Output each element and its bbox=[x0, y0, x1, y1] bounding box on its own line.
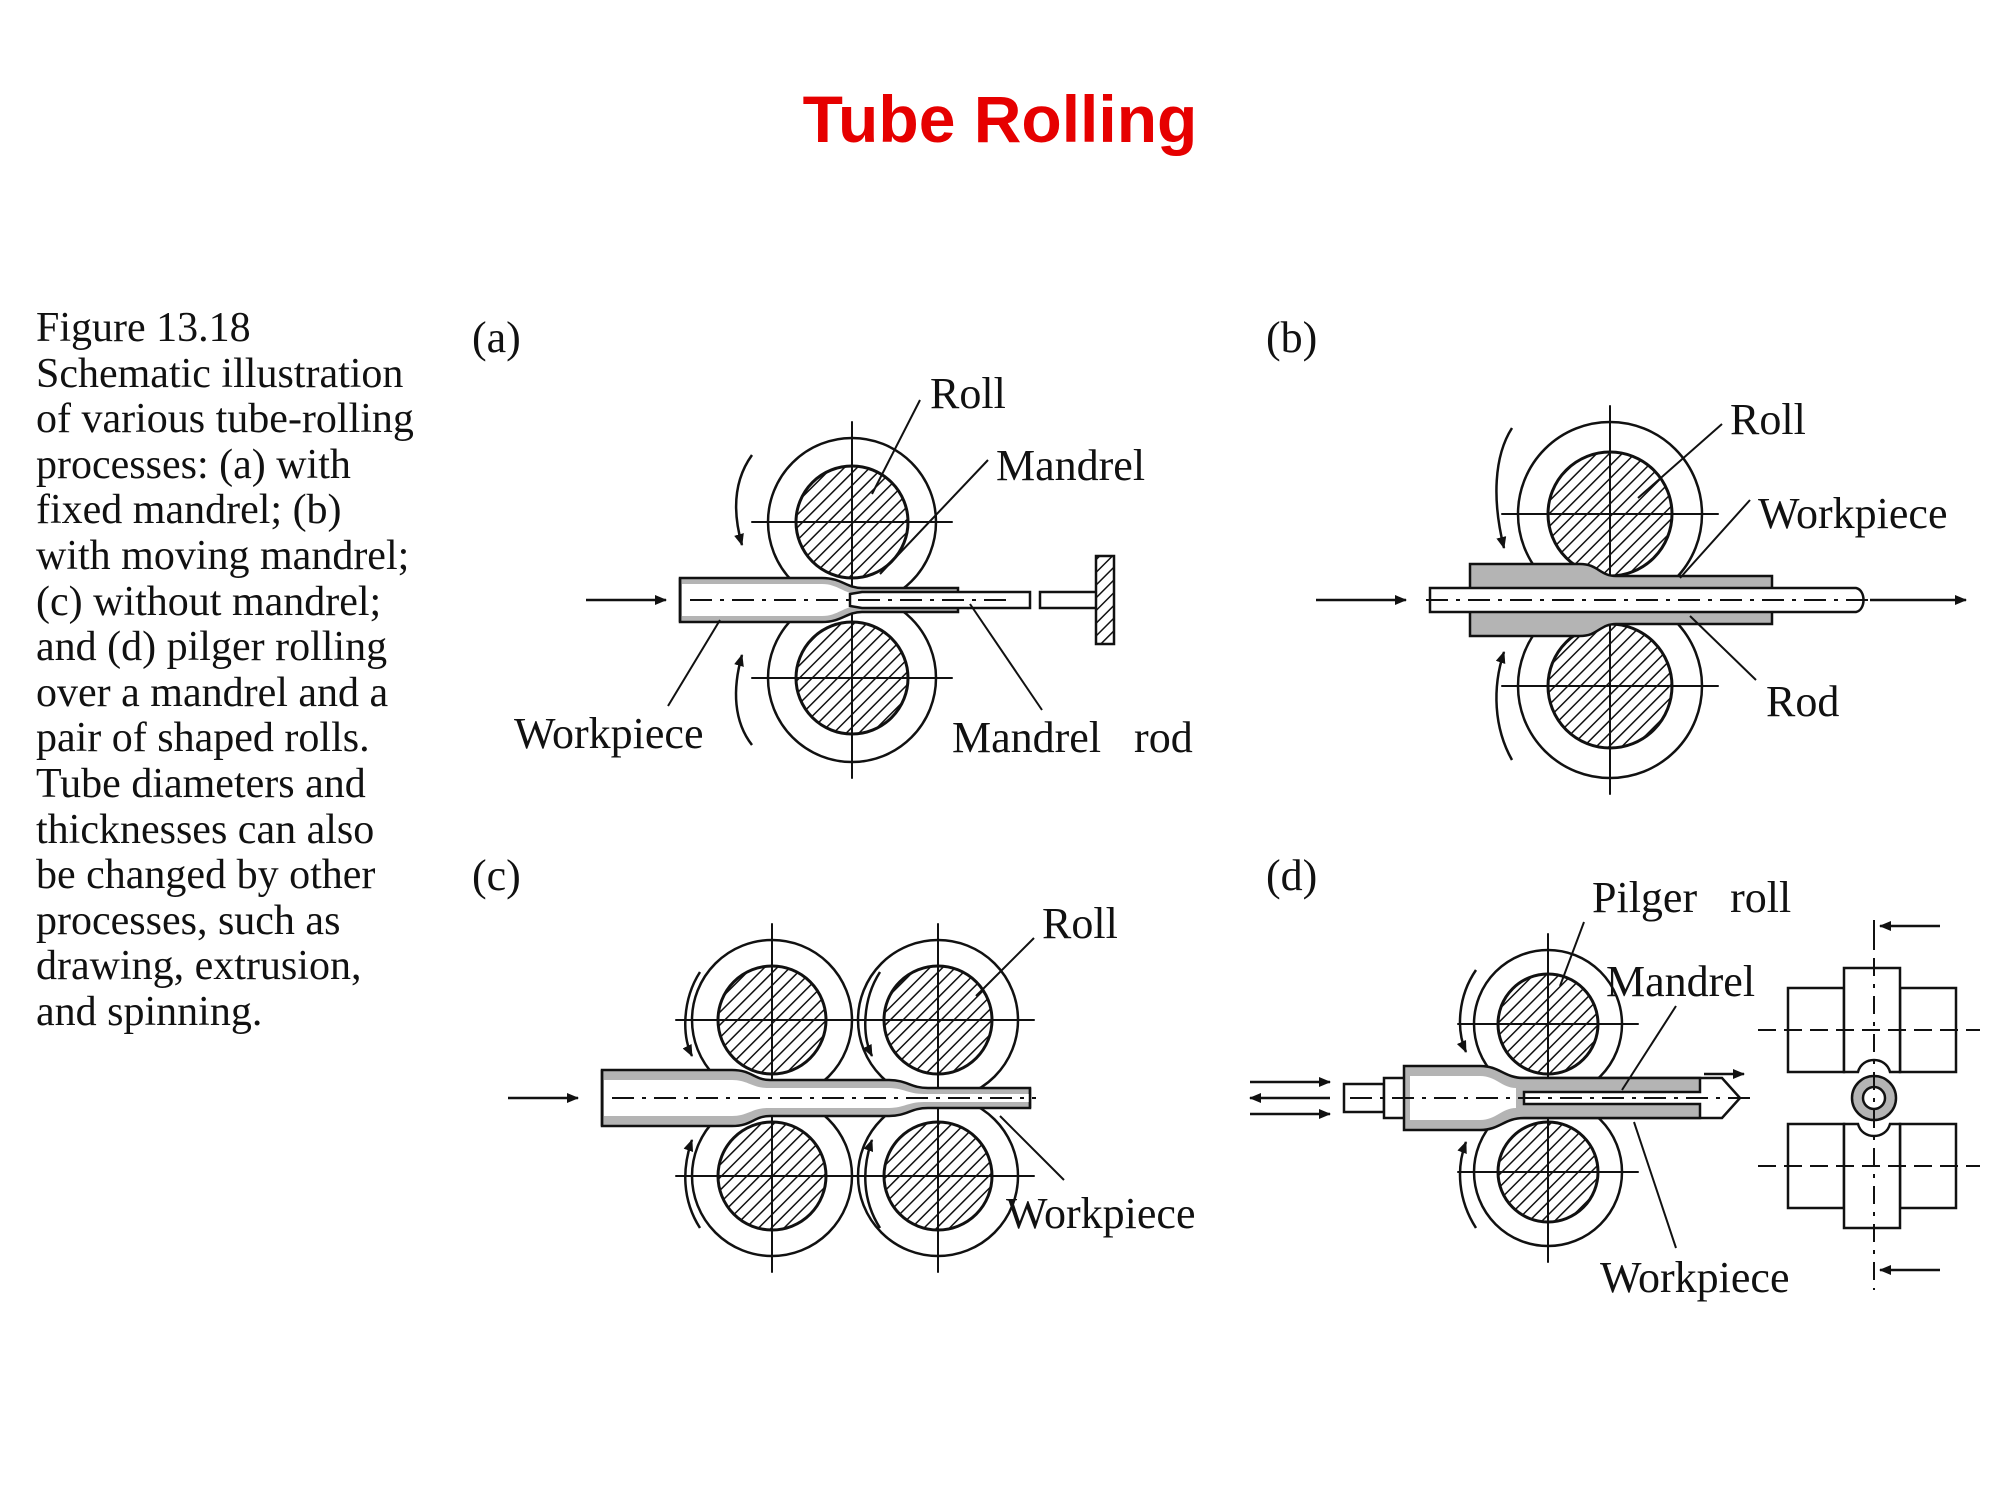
panel-b-tag: (b) bbox=[1266, 313, 1317, 362]
panel-d-tag: (d) bbox=[1266, 851, 1317, 900]
workpiece-label: Workpiece bbox=[1600, 1253, 1789, 1302]
caption-line: over a mandrel and a bbox=[36, 669, 389, 716]
mandrel-label: Mandrel bbox=[996, 441, 1145, 490]
caption-line: pair of shaped rolls. bbox=[36, 715, 370, 762]
caption-line: thicknesses can also bbox=[36, 806, 375, 853]
workpiece-label: Workpiece bbox=[1758, 489, 1947, 538]
panel-a bbox=[586, 399, 1116, 746]
caption-line: (c) without mandrel; bbox=[36, 578, 382, 625]
mandrel-rod bbox=[848, 590, 1032, 610]
pilger-roll-label: Pilger roll bbox=[1592, 873, 1791, 922]
caption-line: and spinning. bbox=[36, 988, 263, 1035]
workpiece-label: Workpiece bbox=[1006, 1189, 1195, 1238]
caption-line: of various tube-rolling bbox=[36, 396, 414, 443]
roll-label: Roll bbox=[1042, 899, 1118, 948]
caption-line: drawing, extrusion, bbox=[36, 943, 362, 990]
roll bbox=[1501, 577, 1719, 795]
mandrel-rod-label: Mandrel rod bbox=[952, 713, 1193, 762]
pilger-roll-side-view bbox=[1758, 920, 1980, 1290]
workpiece-label: Workpiece bbox=[514, 709, 703, 758]
mandrel-rod-end-plate bbox=[1094, 554, 1116, 646]
figure-caption: Figure 13.18 Schematic illustration of v… bbox=[36, 305, 456, 1036]
caption-line: and (d) pilger rolling bbox=[36, 624, 388, 671]
caption-line: processes: (a) with bbox=[36, 441, 351, 488]
caption-line: processes, such as bbox=[36, 897, 341, 944]
panel-b bbox=[1316, 423, 1967, 761]
caption-line: be changed by other bbox=[36, 852, 376, 899]
panel-a-tag: (a) bbox=[472, 313, 521, 362]
caption-line: Tube diameters and bbox=[36, 760, 366, 807]
caption-line: fixed mandrel; (b) bbox=[36, 487, 342, 534]
caption-line: with moving mandrel; bbox=[36, 532, 410, 579]
mandrel-label: Mandrel bbox=[1606, 957, 1755, 1006]
roll-label: Roll bbox=[1730, 395, 1806, 444]
panel-d bbox=[1249, 920, 1980, 1290]
slide-title: Tube Rolling bbox=[802, 82, 1198, 156]
caption-line: Figure 13.18 bbox=[36, 305, 251, 351]
rod-label: Rod bbox=[1766, 677, 1839, 726]
caption-line: Schematic illustration bbox=[36, 350, 404, 397]
panel-c bbox=[508, 937, 1065, 1229]
panel-c-tag: (c) bbox=[472, 851, 521, 900]
roll-label: Roll bbox=[930, 369, 1006, 418]
